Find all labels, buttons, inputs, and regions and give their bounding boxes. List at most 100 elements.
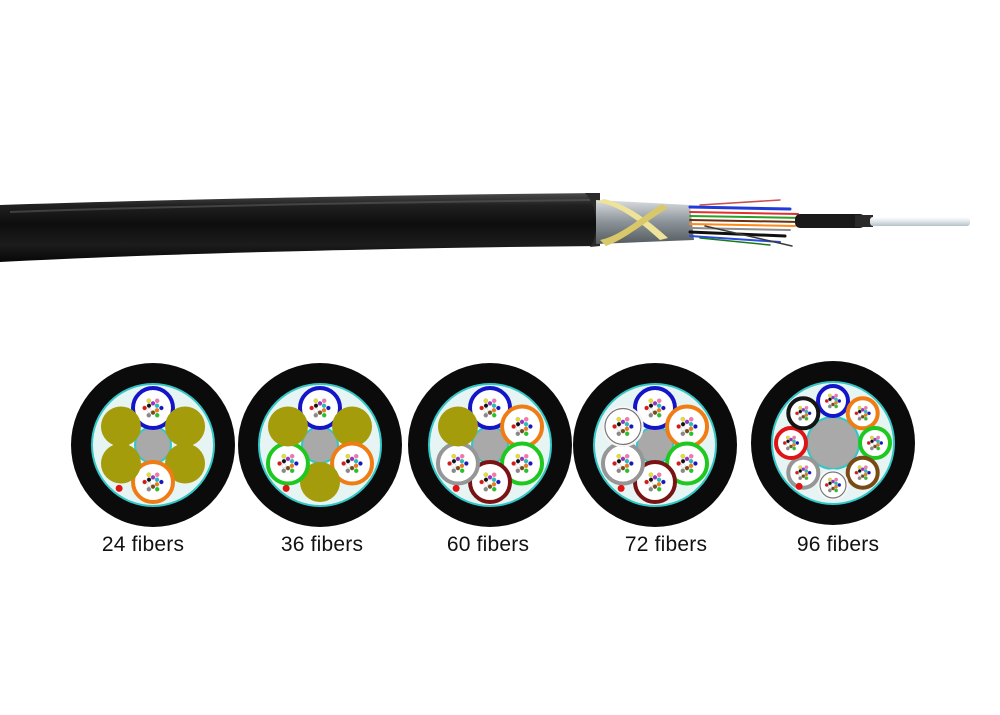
optical-fiber — [150, 401, 156, 406]
optical-fiber — [616, 458, 622, 464]
filler-rod — [267, 406, 308, 447]
optical-fiber — [656, 482, 662, 487]
fiber-count-label-24: 24 fibers — [101, 533, 185, 556]
optical-fiber — [798, 413, 803, 417]
optical-fiber — [831, 402, 835, 407]
optical-fiber — [345, 458, 351, 464]
optical-fiber — [491, 408, 497, 413]
optical-fiber — [680, 431, 686, 437]
loose-tube — [265, 441, 310, 486]
optical-fiber — [680, 468, 686, 474]
optical-fiber — [879, 441, 884, 445]
optical-fiber — [804, 409, 809, 414]
optical-fiber — [523, 431, 529, 437]
optical-fiber — [624, 431, 630, 437]
loose-tube-outline — [604, 407, 642, 446]
optical-fiber — [616, 416, 622, 422]
optical-fiber — [491, 477, 497, 482]
optical-fiber — [688, 453, 694, 459]
loose-tube — [602, 405, 644, 448]
optical-fiber — [281, 463, 287, 469]
optical-fiber — [154, 482, 160, 487]
optical-fiber — [795, 470, 799, 475]
optical-fiber — [661, 479, 666, 485]
optical-fiber — [483, 482, 489, 487]
optical-fiber — [496, 479, 501, 485]
ripcord-marker — [282, 484, 290, 492]
optical-fiber — [455, 465, 461, 471]
loose-tube — [468, 460, 512, 504]
optical-fiber — [857, 472, 862, 477]
optical-fiber — [479, 479, 484, 485]
loose-tube — [298, 386, 342, 430]
optical-fiber — [487, 475, 493, 480]
optical-fiber — [341, 461, 346, 466]
optical-fiber — [828, 484, 832, 489]
optical-fiber — [620, 419, 626, 425]
optical-fiber — [515, 416, 521, 422]
loose-tube — [500, 404, 545, 449]
optical-fiber — [483, 403, 489, 408]
optical-fiber — [519, 419, 525, 425]
optical-fiber — [828, 397, 832, 402]
optical-fiber — [285, 465, 291, 471]
optical-fiber — [616, 426, 622, 432]
optical-fiber — [648, 482, 654, 487]
optical-fiber — [828, 400, 832, 405]
aramid-yarn-2 — [600, 204, 668, 246]
loose-tube — [435, 441, 480, 486]
optical-fiber — [688, 421, 694, 427]
loose-tube — [858, 426, 892, 460]
optical-fiber — [804, 469, 809, 473]
optical-fiber — [656, 403, 662, 408]
optical-fiber — [795, 411, 799, 416]
optical-fiber — [519, 428, 525, 434]
optical-fiber — [528, 424, 533, 429]
optical-fiber — [491, 403, 497, 408]
optical-fiber — [491, 482, 497, 487]
ripcord-marker — [452, 484, 460, 492]
optical-fiber — [459, 458, 465, 464]
optical-fiber — [612, 424, 617, 429]
optical-fiber — [688, 431, 694, 437]
optical-fiber — [345, 453, 351, 459]
loose-tube — [845, 455, 880, 490]
optical-fiber — [857, 416, 862, 421]
optical-fiber — [860, 474, 865, 479]
optical-fiber — [807, 411, 812, 416]
optical-fiber — [863, 416, 868, 421]
optical-fiber — [804, 476, 809, 481]
optical-fiber — [313, 403, 319, 408]
optical-fiber — [786, 442, 790, 447]
optical-fiber — [876, 446, 881, 451]
optical-fiber — [515, 463, 521, 469]
optical-fiber — [515, 431, 521, 437]
optical-fiber — [656, 487, 662, 492]
optical-fiber — [860, 407, 865, 412]
optical-fiber — [656, 398, 662, 403]
optical-fiber — [511, 424, 516, 429]
optical-fiber — [146, 408, 152, 413]
optical-fiber — [345, 463, 351, 469]
loose-tube — [786, 396, 821, 431]
optical-fiber — [644, 405, 649, 411]
optical-fiber — [792, 442, 796, 447]
optical-fiber — [321, 413, 327, 418]
optical-fiber — [451, 458, 457, 464]
optical-fiber — [624, 458, 630, 464]
optical-fiber — [870, 439, 874, 444]
optical-fiber — [857, 469, 862, 473]
optical-fiber — [353, 468, 359, 474]
optical-fiber — [349, 456, 355, 462]
optical-fiber — [834, 400, 838, 405]
optical-fiber — [483, 477, 489, 482]
optical-fiber — [680, 416, 686, 422]
optical-fiber — [828, 481, 832, 486]
optical-fiber — [804, 465, 809, 470]
optical-fiber — [789, 444, 793, 449]
optical-fiber — [150, 410, 156, 415]
optical-fiber — [313, 413, 319, 418]
optical-fiber — [834, 477, 839, 482]
optical-fiber — [869, 435, 874, 440]
optical-fiber — [523, 463, 529, 469]
